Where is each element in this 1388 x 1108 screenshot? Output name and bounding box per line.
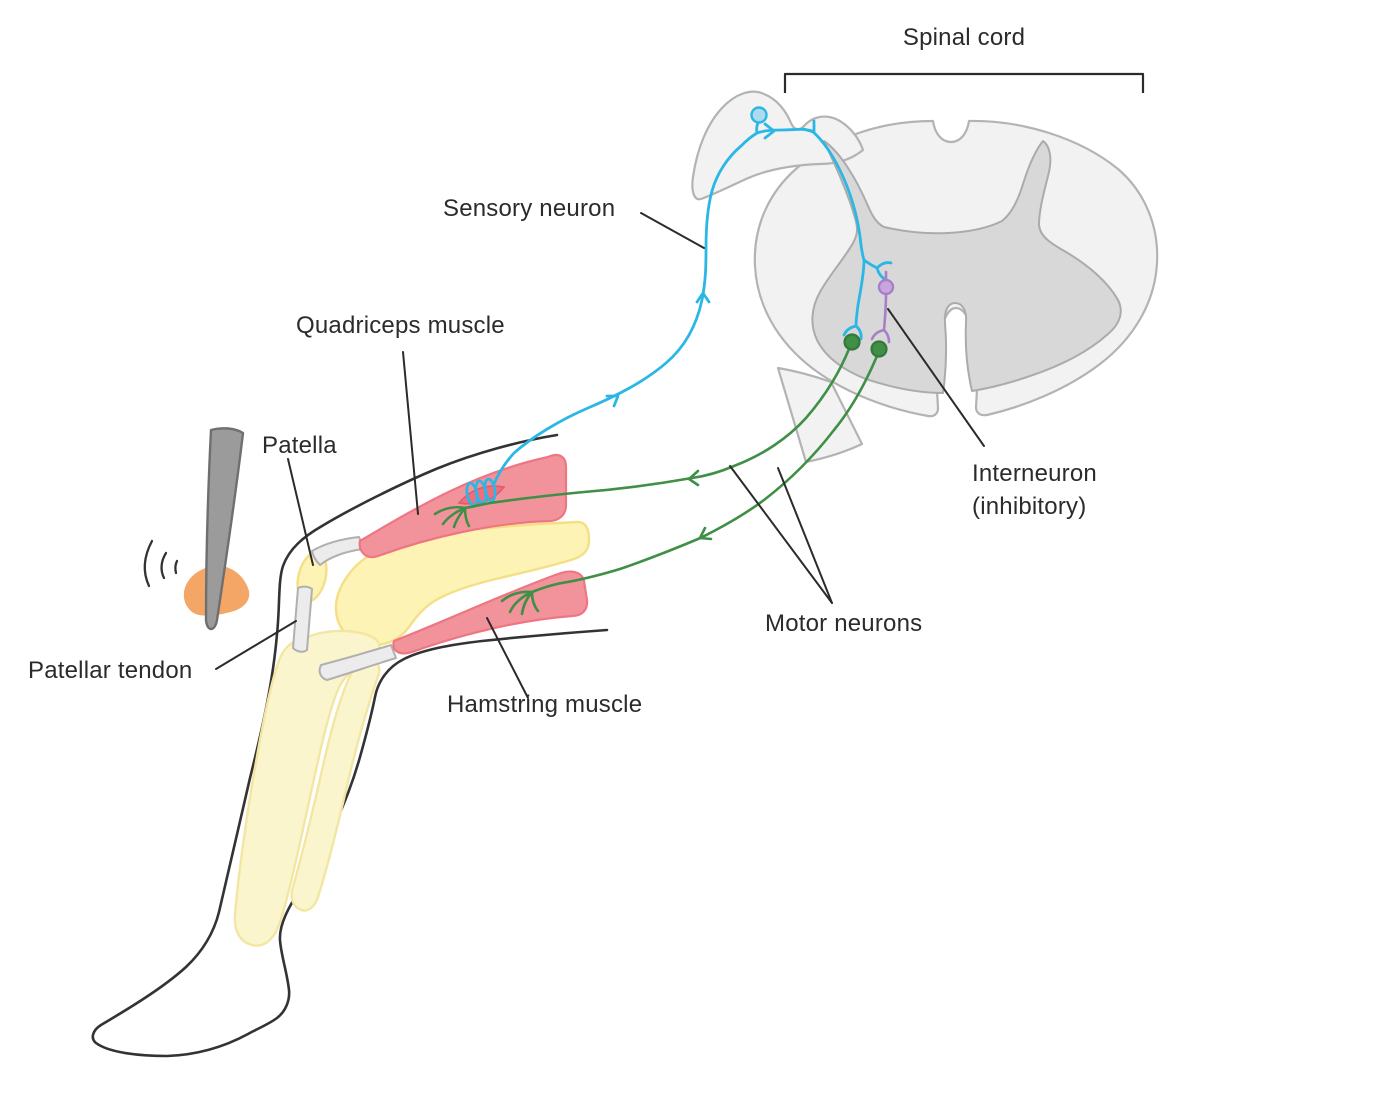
spinal-cord-gray-matter [811, 140, 1122, 394]
motor-arrowhead-quadriceps [687, 469, 700, 487]
interneuron-label-line2: (inhibitory) [972, 493, 1086, 520]
interneuron-terminal [870, 328, 891, 344]
ventral-root [776, 366, 864, 464]
annotations: Spinal cord Sensory neuron Quadriceps mu… [28, 24, 1145, 718]
motor-neuron-paths [433, 333, 888, 616]
fibula-bone [290, 659, 381, 912]
spinal-cord-section [691, 90, 1159, 464]
sensory-arrowhead-3 [763, 122, 776, 140]
hamstring-tendon [318, 644, 397, 681]
motion-arc-small-icon [174, 559, 179, 575]
quadriceps-leader [402, 351, 419, 515]
spinal-cord-label: Spinal cord [903, 24, 1025, 51]
patella-label: Patella [262, 432, 337, 459]
sensory-cell-body [750, 106, 768, 124]
motor-neurons-leader-1 [729, 465, 833, 604]
hamstring-label: Hamstring muscle [447, 691, 642, 718]
leg-outline [91, 433, 609, 1058]
motor-cell-body-2 [870, 340, 888, 358]
spindle-coil-loop-3 [483, 477, 497, 503]
dorsal-root-ganglion [691, 90, 865, 201]
interneuron-cell-body [877, 278, 895, 296]
quadriceps-tendon [311, 536, 365, 566]
motion-arc-outer-icon [143, 539, 154, 588]
motor-neurons-label: Motor neurons [765, 610, 922, 637]
sensory-neuron-label: Sensory neuron [443, 195, 615, 222]
motor-axon-hamstring [530, 354, 879, 594]
motor-ending-quadriceps [433, 505, 471, 529]
sensory-neuron-path [465, 106, 893, 507]
interneuron-label-line1: Interneuron [972, 460, 1097, 487]
motor-neurons-leader-2 [777, 467, 833, 604]
spinal-cord-bracket [783, 72, 1145, 93]
sensory-axon-central [755, 127, 866, 328]
patellar-tendon-label: Patellar tendon [28, 657, 192, 684]
hamstring-muscle [392, 570, 589, 655]
interneuron-axon [882, 292, 888, 332]
sensory-arrowhead-2 [695, 291, 711, 304]
motor-cell-body-1 [843, 333, 861, 351]
quadriceps-label: Quadriceps muscle [296, 312, 505, 339]
patellar-tendon-shape [292, 585, 313, 653]
motor-arrowhead-hamstring [698, 526, 713, 541]
quadriceps-muscle [358, 453, 568, 559]
patellar-tendon-leader [215, 620, 297, 670]
hammer-head-icon [204, 427, 245, 631]
patella-leader [287, 458, 314, 566]
leg [91, 433, 609, 1058]
sensory-arrowhead-1 [605, 394, 620, 408]
reflex-hammer [143, 427, 250, 631]
sensory-terminal-motor1 [842, 324, 863, 341]
motion-arc-inner-icon [160, 551, 168, 580]
sensory-neuron-leader [640, 212, 705, 249]
sensory-axon-peripheral [492, 131, 759, 486]
sensory-arrowhead-4 [801, 119, 816, 134]
interneuron-leader [887, 308, 985, 447]
neurons [433, 106, 895, 616]
interneuron-path [870, 270, 895, 344]
motor-ending-hamstring [500, 590, 540, 616]
hamstring-leader [486, 617, 529, 699]
